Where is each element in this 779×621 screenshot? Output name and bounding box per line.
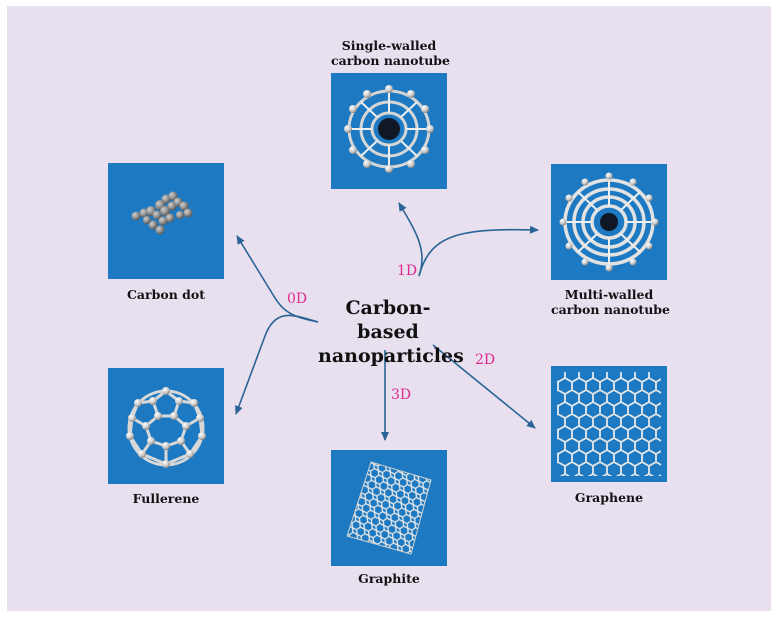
center-title: Carbon-based nanoparticles: [318, 296, 464, 368]
arrow-to-carbon-dot: [236, 235, 319, 323]
center-title-line2: nanoparticles: [318, 345, 464, 367]
carbon-dot-cluster-icon: [131, 191, 193, 235]
single-walled-nanotube-icon: [344, 85, 434, 173]
fullerene-label: Fullerene: [132, 491, 200, 506]
carbon-dot-tile: [108, 163, 224, 279]
dimension-2d-label: 2D: [475, 352, 496, 368]
graphite-tile: [331, 450, 447, 566]
center-title-line1: Carbon-based: [345, 297, 431, 343]
multi-walled-nanotube-tile: [551, 164, 667, 280]
arrow-to-graphene: [432, 344, 536, 429]
arrow-to-fullerene: [235, 314, 319, 415]
single-walled-nanotube-label: Single-walled carbon nanotube: [331, 38, 450, 68]
dimension-1d-label: 1D: [397, 263, 418, 279]
fullerene-tile: [108, 368, 224, 484]
graphite-label: Graphite: [358, 571, 420, 586]
graphene-label: Graphene: [574, 490, 644, 505]
dimension-3d-label: 3D: [391, 387, 412, 403]
arrow-to-multi-walled-nanotube: [418, 225, 539, 277]
graphene-hexagonal-sheet-icon: [557, 372, 661, 476]
multi-walled-nanotube-label: Multi-walled carbon nanotube: [551, 287, 670, 317]
dimension-0d-label: 0D: [287, 291, 308, 307]
carbon-dot-label: Carbon dot: [126, 287, 205, 302]
single-walled-label-line2: carbon nanotube: [331, 53, 450, 68]
graphene-tile: [551, 366, 667, 482]
multi-walled-label-line1: Multi-walled: [564, 287, 654, 302]
multi-walled-nanotube-icon: [559, 172, 659, 272]
fullerene-sphere-icon: [126, 387, 206, 468]
single-walled-nanotube-tile: [331, 73, 447, 189]
graphite-layers-icon: [346, 461, 432, 555]
multi-walled-label-line2: carbon nanotube: [551, 302, 670, 317]
single-walled-label-line1: Single-walled: [341, 38, 437, 53]
